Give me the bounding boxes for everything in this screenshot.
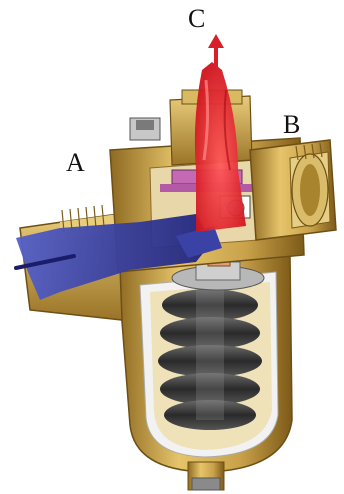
- spring: [158, 289, 262, 430]
- outlet-arrow: [208, 34, 224, 68]
- label-c: C: [188, 6, 205, 32]
- outlet-body: [250, 140, 336, 240]
- label-a: A: [66, 150, 85, 176]
- label-b: B: [283, 112, 300, 138]
